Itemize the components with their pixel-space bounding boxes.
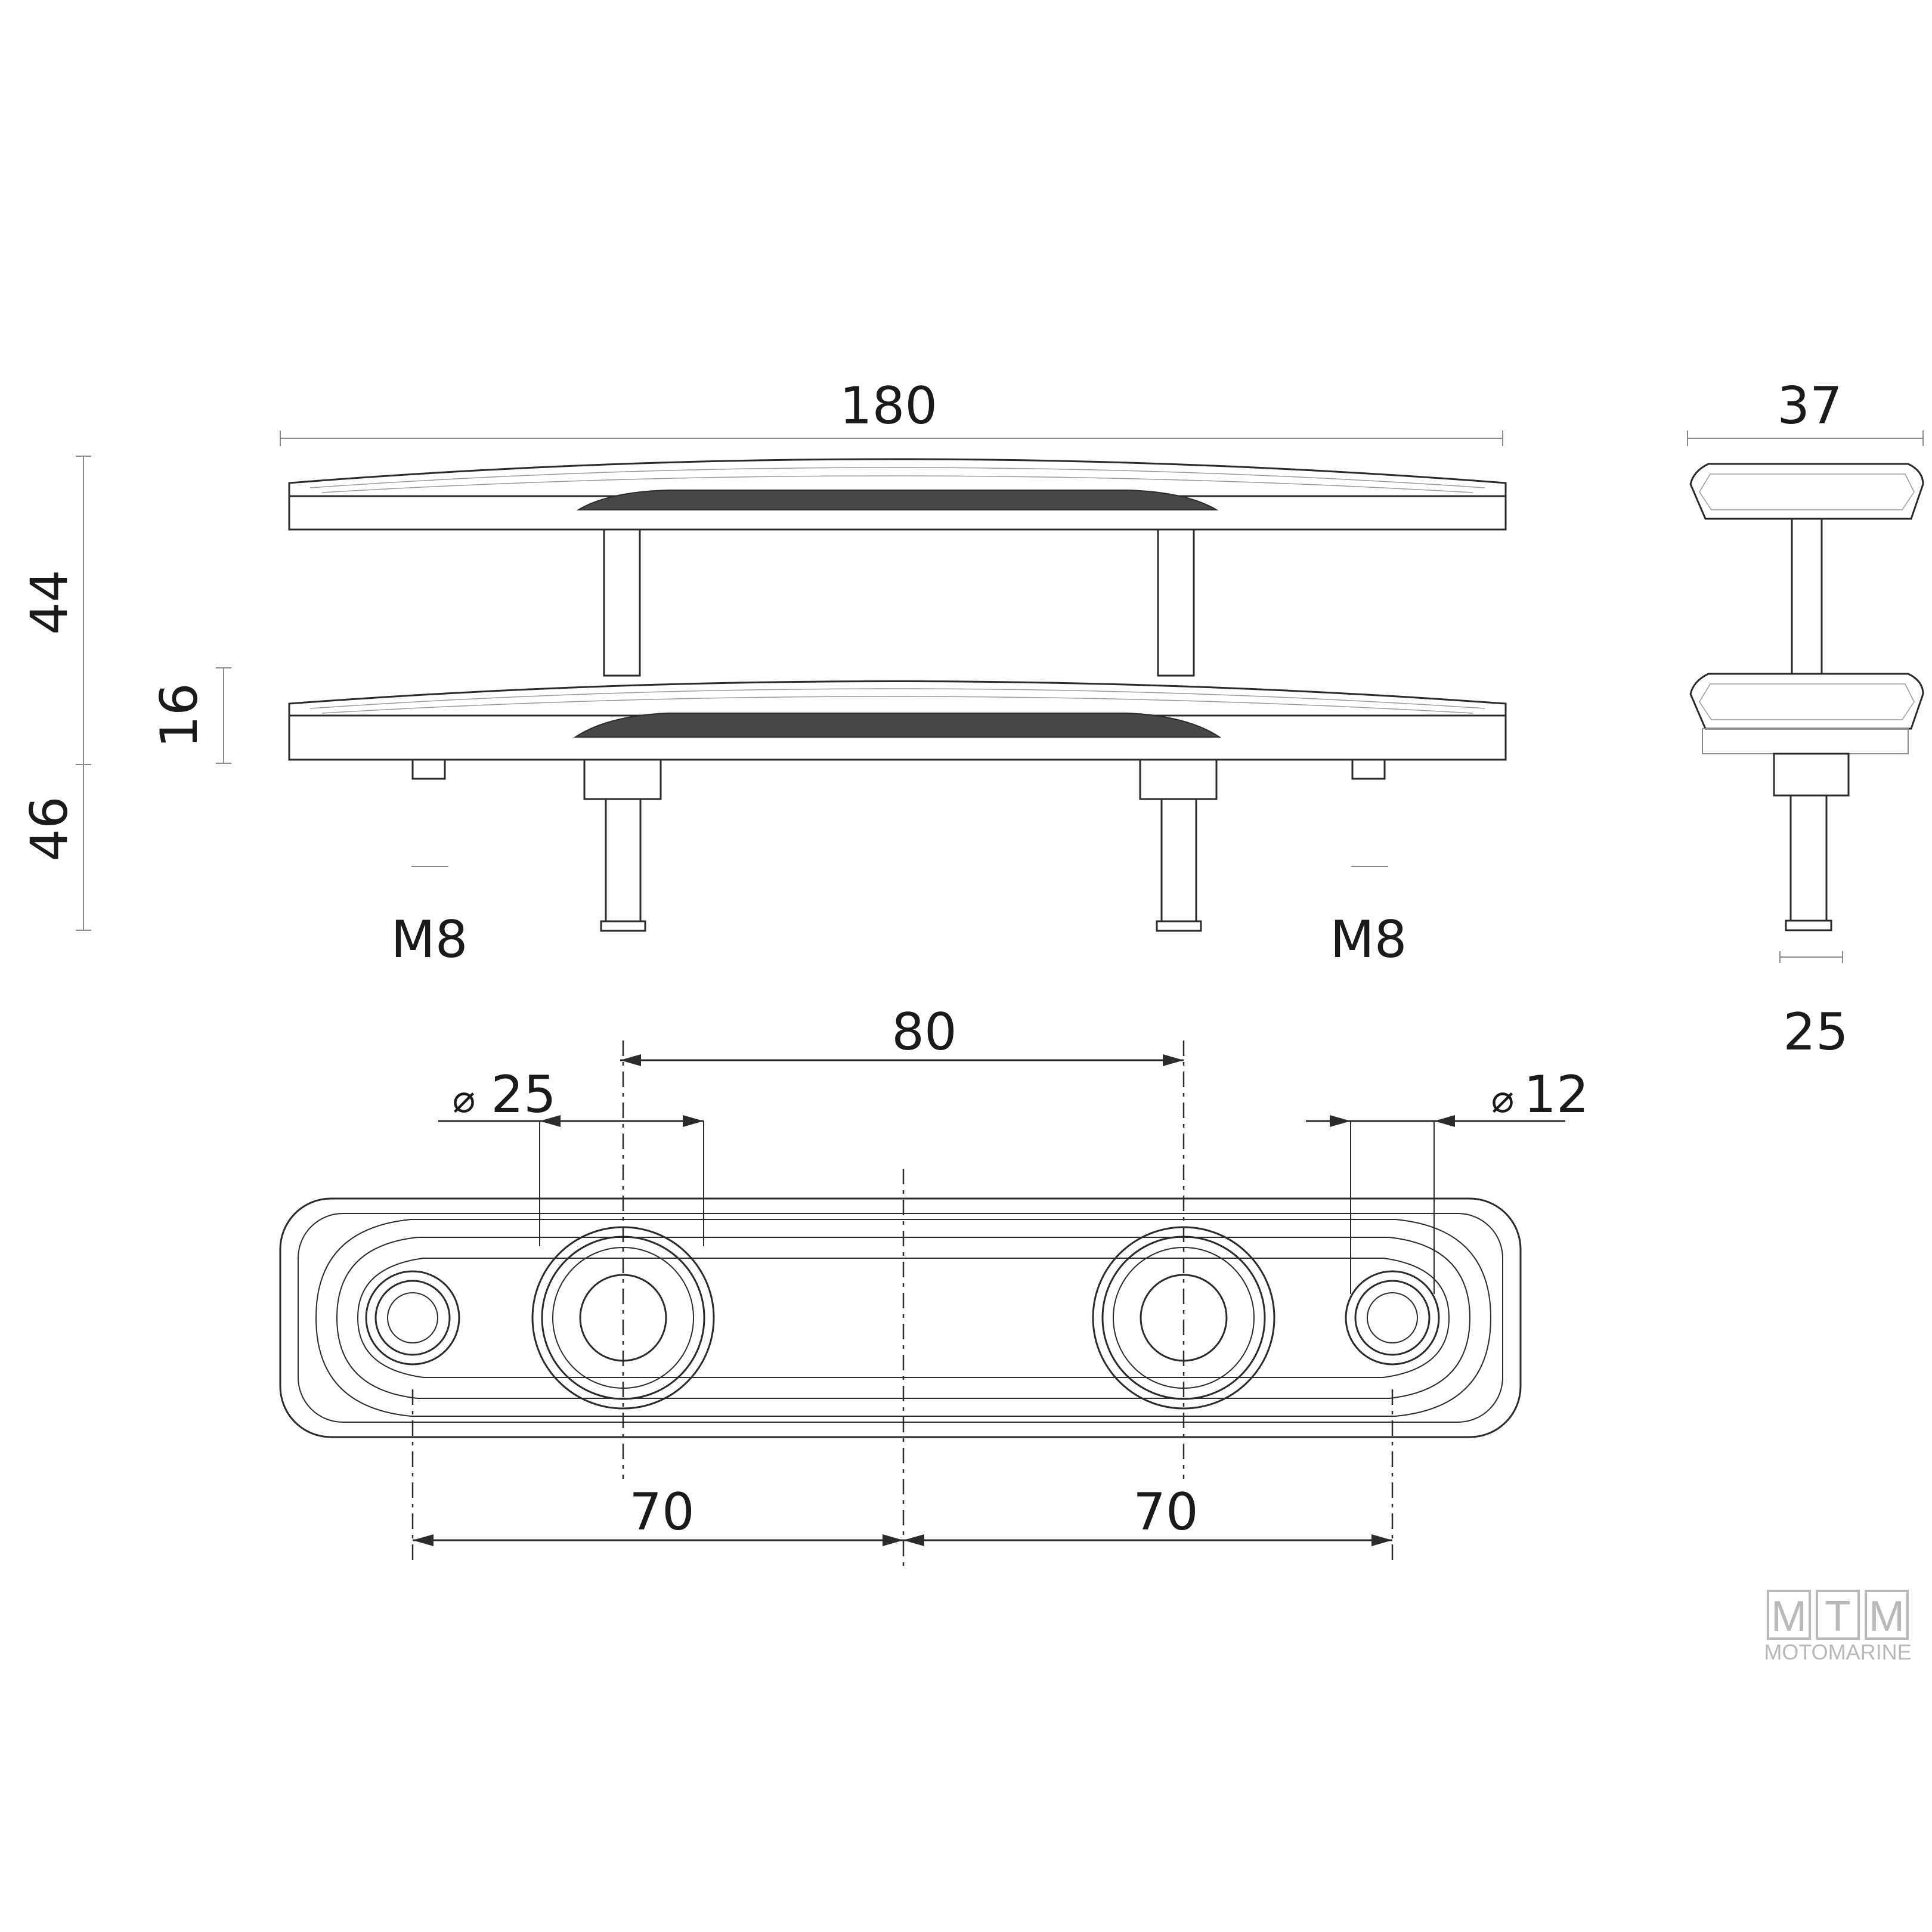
width-label: 37 [1777, 376, 1842, 436]
left-large-hole [531, 1226, 715, 1410]
thread-label-left: M8 [391, 910, 468, 970]
diameter-symbol-large: ⌀ [453, 1078, 476, 1122]
logo-letter-m2: M [1869, 1593, 1905, 1640]
left-post [603, 528, 641, 677]
logo-letter-m1: M [1771, 1593, 1807, 1640]
left-stud [605, 798, 642, 922]
logo-letter-t: T [1825, 1593, 1851, 1640]
bolt-width-label: 25 [1783, 1002, 1848, 1062]
front-view: 180 M8 [20, 376, 1507, 970]
right-small-hole [1345, 1270, 1440, 1366]
length-label: 180 [840, 376, 937, 436]
base-horn [288, 680, 1507, 761]
left-small-hole [365, 1270, 460, 1366]
mtm-logo: M T M MOTOMARINE [1764, 1590, 1912, 1664]
side-view: 37 25 [1687, 376, 1924, 1062]
left-offset-label: 70 [629, 1482, 694, 1542]
side-nut [1773, 753, 1850, 797]
base-outline [279, 1197, 1522, 1438]
bolt-length-label: 46 [20, 796, 79, 861]
left-nut [583, 758, 662, 800]
height-label: 44 [20, 569, 79, 634]
side-stud [1789, 794, 1828, 922]
logo-brand: MOTOMARINE [1764, 1640, 1911, 1664]
right-large-hole [1092, 1226, 1275, 1410]
side-top-head [1689, 463, 1924, 520]
left-small-pin [411, 758, 446, 780]
thread-label-right: M8 [1330, 910, 1407, 970]
plan-view: 80 ⌀ 25 ⌀ 12 [279, 1002, 1589, 1568]
right-post [1157, 528, 1195, 677]
base-height-label: 16 [150, 683, 209, 748]
large-hole-label: 25 [491, 1065, 556, 1125]
side-post [1791, 518, 1823, 675]
small-hole-label: 12 [1524, 1065, 1589, 1125]
side-base-head [1689, 673, 1924, 730]
right-small-pin [1351, 758, 1386, 780]
spacing-label: 80 [891, 1002, 956, 1062]
top-horn [288, 458, 1507, 531]
right-stud [1160, 798, 1197, 922]
right-nut [1139, 758, 1218, 800]
right-offset-label: 70 [1133, 1482, 1198, 1542]
diameter-symbol-small: ⌀ [1491, 1078, 1515, 1122]
